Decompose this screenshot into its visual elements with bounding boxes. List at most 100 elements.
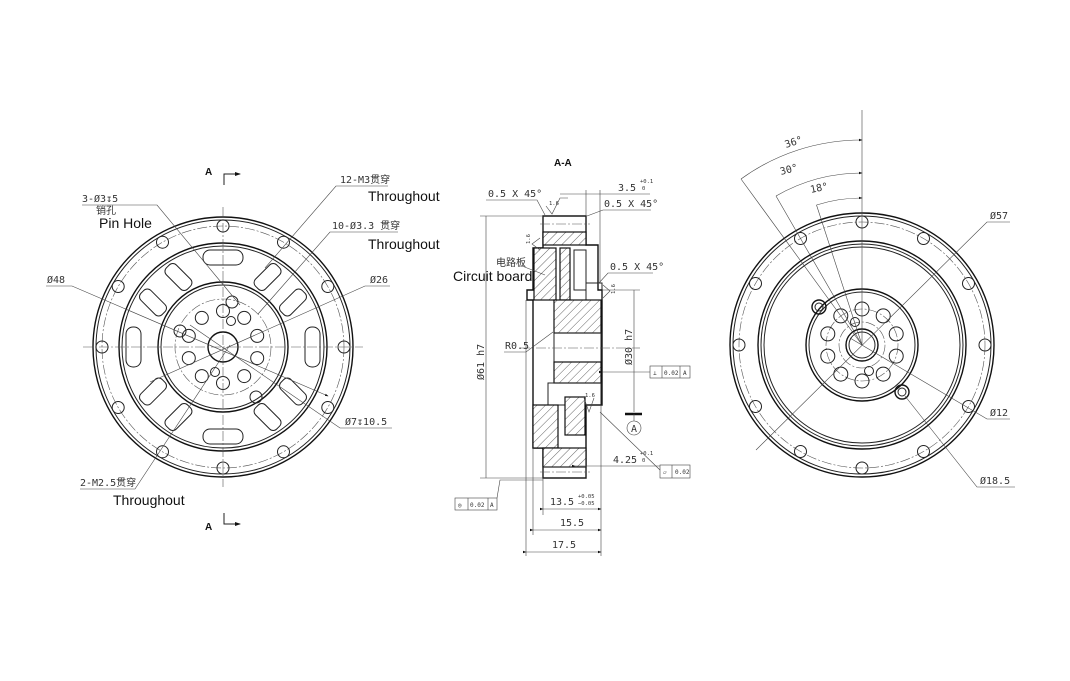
dia-12-label: Ø12 xyxy=(990,407,1008,419)
circuit-board-section xyxy=(533,247,557,301)
flatness-symbol: ▱ xyxy=(663,469,667,476)
bolt-hole xyxy=(917,445,930,458)
bolt-hole xyxy=(337,340,351,354)
through-holes-label: Throughout xyxy=(368,236,440,252)
pin-hole-cn: 销孔 xyxy=(96,204,116,217)
bolt-hole xyxy=(978,338,992,352)
hub-hole xyxy=(875,308,891,324)
bolt-hole xyxy=(277,235,290,249)
bolt-hole xyxy=(111,280,125,293)
rear-view: 18° 30° 36° Ø57 Ø12 Ø18.5 xyxy=(729,110,1015,488)
dia-26-label: Ø26 xyxy=(370,274,388,286)
hub-hole xyxy=(820,326,836,342)
hub-hole xyxy=(250,351,265,366)
section-mark-label: A xyxy=(205,167,212,178)
hub-hole xyxy=(237,310,252,325)
width-13-5-lower-tol: −0.05 xyxy=(578,501,595,507)
m25-hole xyxy=(226,316,236,326)
hub-hole xyxy=(888,348,904,364)
perpendicularity-tolerance: 0.02 xyxy=(664,370,679,377)
bolt-hole xyxy=(855,461,869,475)
section-view: A-A Ø61 h7 Ø30 h7 A 0.5 X 4 xyxy=(453,158,691,556)
hub-hole xyxy=(181,328,196,343)
bolt-hole xyxy=(794,232,807,245)
angle-30-label: 30° xyxy=(779,163,799,178)
circuit-board-label: Circuit board xyxy=(453,268,532,284)
slot xyxy=(164,263,193,291)
bolt-hole-ring xyxy=(732,215,992,475)
pin-hole xyxy=(249,390,263,404)
concentricity-tolerance: 0.02 xyxy=(470,502,485,509)
slot xyxy=(164,403,193,431)
pin-hole xyxy=(225,295,239,309)
perpendicularity-symbol: ⊥ xyxy=(653,370,657,377)
hub-hole xyxy=(833,366,849,382)
dia-61-label: Ø61 h7 xyxy=(475,344,487,380)
depth-4-25-value: 4.25 xyxy=(613,455,637,466)
slot xyxy=(253,263,282,291)
dia-48-label: Ø48 xyxy=(47,274,65,286)
section-mark-label: A xyxy=(205,522,212,533)
section-arrow xyxy=(223,172,241,185)
roughness-symbol xyxy=(545,197,568,215)
bolt-hole xyxy=(277,445,290,459)
chamfer-hub-label: 0.5 X 45° xyxy=(610,262,664,273)
section-mark-top: A xyxy=(205,167,241,185)
slot xyxy=(139,377,167,406)
flatness-frame: ▱ 0.02 xyxy=(659,464,691,479)
m3-holes-spec: 12-M3贯穿 xyxy=(340,173,390,186)
hub-section-bottom xyxy=(553,361,602,384)
angle-18-label: 18° xyxy=(809,181,829,196)
slot xyxy=(139,288,167,317)
roughness-symbol xyxy=(602,284,611,299)
perpendicularity-frame: ⊥ 0.02 A xyxy=(649,365,691,379)
bolt-hole xyxy=(156,445,169,459)
pin-hole-spec: 3-Ø3↧5 xyxy=(82,193,118,205)
hub-hole-ring xyxy=(820,301,904,389)
chamfer-top-left-label: 0.5 X 45° xyxy=(488,189,542,200)
width-3-5-value: 3.5 xyxy=(618,183,636,194)
bolt-hole xyxy=(962,400,975,413)
concentricity-symbol: ◎ xyxy=(458,502,462,509)
front-disc xyxy=(83,207,363,487)
front-view: A A 3-Ø3↧5 销孔 Pin H xyxy=(46,167,440,533)
depth-4-25-lower-tol: 0 xyxy=(642,458,645,464)
bolt-hole xyxy=(321,401,335,414)
bolt-hole xyxy=(749,400,762,413)
hub-hole-ring xyxy=(181,304,265,390)
pin-hole-label: Pin Hole xyxy=(99,215,152,231)
bolt-hole xyxy=(749,277,762,290)
slot xyxy=(279,288,307,317)
bolt-hole xyxy=(794,445,807,458)
pin-hole xyxy=(173,324,187,338)
section-mark-bottom: A xyxy=(205,513,241,533)
section-arrow xyxy=(223,513,241,526)
m3-holes-label: Throughout xyxy=(368,188,440,204)
slot xyxy=(279,377,307,406)
roughness-value: 1.6 xyxy=(526,234,532,244)
perpendicularity-datum: A xyxy=(683,370,687,377)
dia-57-label: Ø57 xyxy=(990,210,1008,222)
counterbore-label: Ø7↧10.5 xyxy=(345,416,387,428)
slot-ring xyxy=(125,249,321,445)
width-3-5-upper-tol: +0.1 xyxy=(640,179,653,185)
bolt-hole xyxy=(962,277,975,290)
roughness-symbol xyxy=(583,397,595,413)
width-13-5-value: 13.5 xyxy=(550,497,574,508)
circuit-board-cn: 电路板 xyxy=(496,256,526,269)
bolt-hole xyxy=(111,401,125,414)
width-13-5-upper-tol: +0.05 xyxy=(578,494,595,500)
hub-hole xyxy=(820,348,836,364)
gear-bottom xyxy=(542,466,587,479)
roughness-value: 1.6 xyxy=(549,201,559,207)
radius-label: R0.5 xyxy=(505,341,529,352)
bolt-hole xyxy=(917,232,930,245)
hub-hole xyxy=(194,310,209,325)
hub-hole xyxy=(194,369,209,384)
concentricity-datum: A xyxy=(490,502,494,509)
hub-hole xyxy=(237,369,252,384)
hub-hole xyxy=(875,366,891,382)
roughness-symbol xyxy=(531,237,541,251)
hub-hole xyxy=(833,308,849,324)
